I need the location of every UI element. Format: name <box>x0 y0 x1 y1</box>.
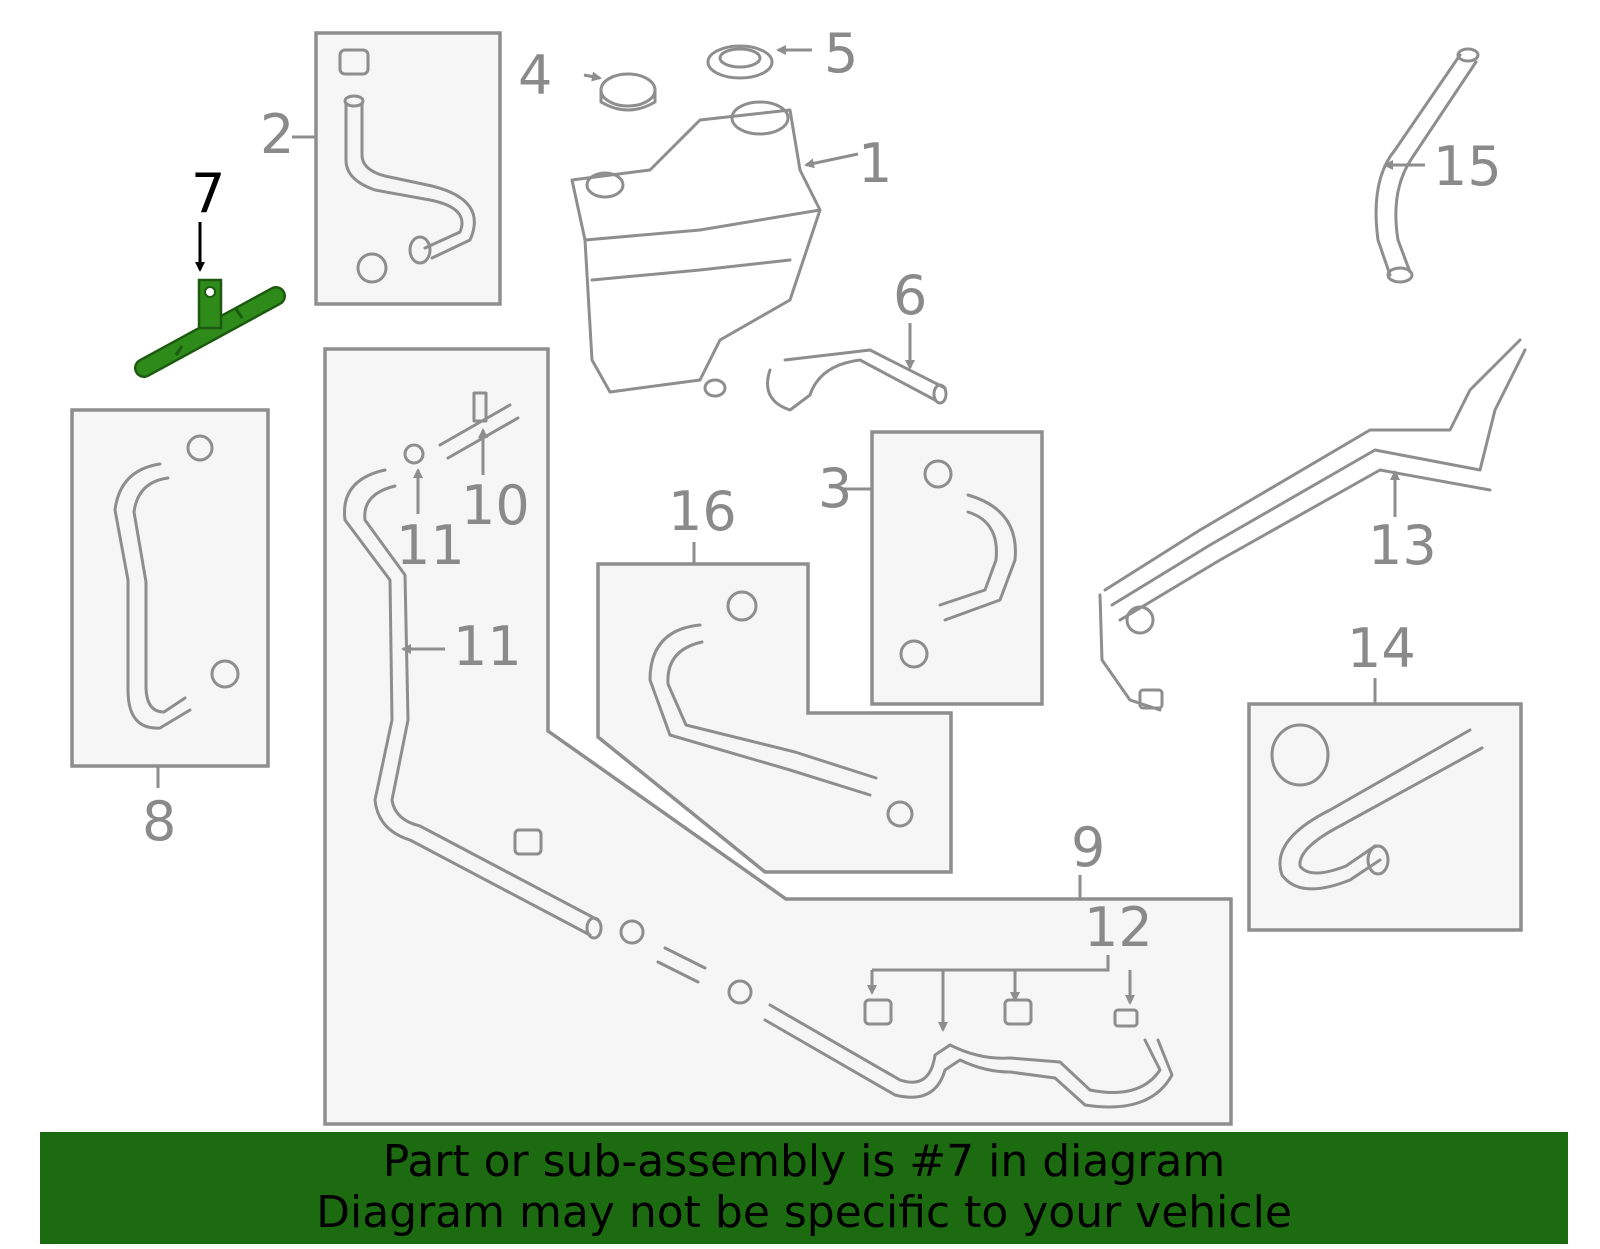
callout-12: 12 <box>1084 896 1153 959</box>
callout-4: 4 <box>518 44 552 107</box>
banner-line-2: Diagram may not be specific to your vehi… <box>316 1187 1292 1238</box>
part-3-hose <box>899 459 1017 669</box>
callout-16: 16 <box>668 480 737 543</box>
leader-lines <box>156 45 1425 1032</box>
part-1-reservoir <box>570 100 822 398</box>
callout-8: 8 <box>142 790 176 853</box>
part-5-cap <box>706 44 774 80</box>
callout-11b: 11 <box>453 615 522 678</box>
callout-5: 5 <box>824 22 858 85</box>
callout-6: 6 <box>893 264 927 327</box>
box-part-14 <box>1247 702 1523 932</box>
part-6-pipe <box>766 348 948 412</box>
part-13-pipe <box>1098 338 1527 712</box>
callout-7[interactable]: 7 <box>191 162 225 225</box>
part-4-cap <box>599 72 657 112</box>
box-part-9 <box>323 347 1233 1126</box>
box-part-3 <box>870 430 1044 706</box>
part-2-hose <box>338 48 476 284</box>
part-15-hose <box>1374 47 1480 284</box>
callout-14: 14 <box>1347 617 1416 680</box>
banner-line-1: Part or sub-assembly is #7 in diagram <box>382 1136 1226 1187</box>
callout-15: 15 <box>1433 135 1502 198</box>
callout-13: 13 <box>1368 514 1437 577</box>
callout-11a: 11 <box>396 514 465 577</box>
part-8-hose <box>113 434 240 730</box>
box-part-16 <box>596 562 953 874</box>
callout-3: 3 <box>818 457 852 520</box>
callout-2: 2 <box>260 103 294 166</box>
part-16-hose <box>648 590 914 828</box>
callout-1: 1 <box>858 132 892 195</box>
part-14-hose <box>1270 723 1484 891</box>
info-banner: Part or sub-assembly is #7 in diagram Di… <box>40 1132 1568 1244</box>
part-7-highlighted[interactable] <box>134 278 286 378</box>
box-part-8 <box>70 408 270 768</box>
callout-9: 9 <box>1071 816 1105 879</box>
callout-10: 10 <box>461 474 530 537</box>
